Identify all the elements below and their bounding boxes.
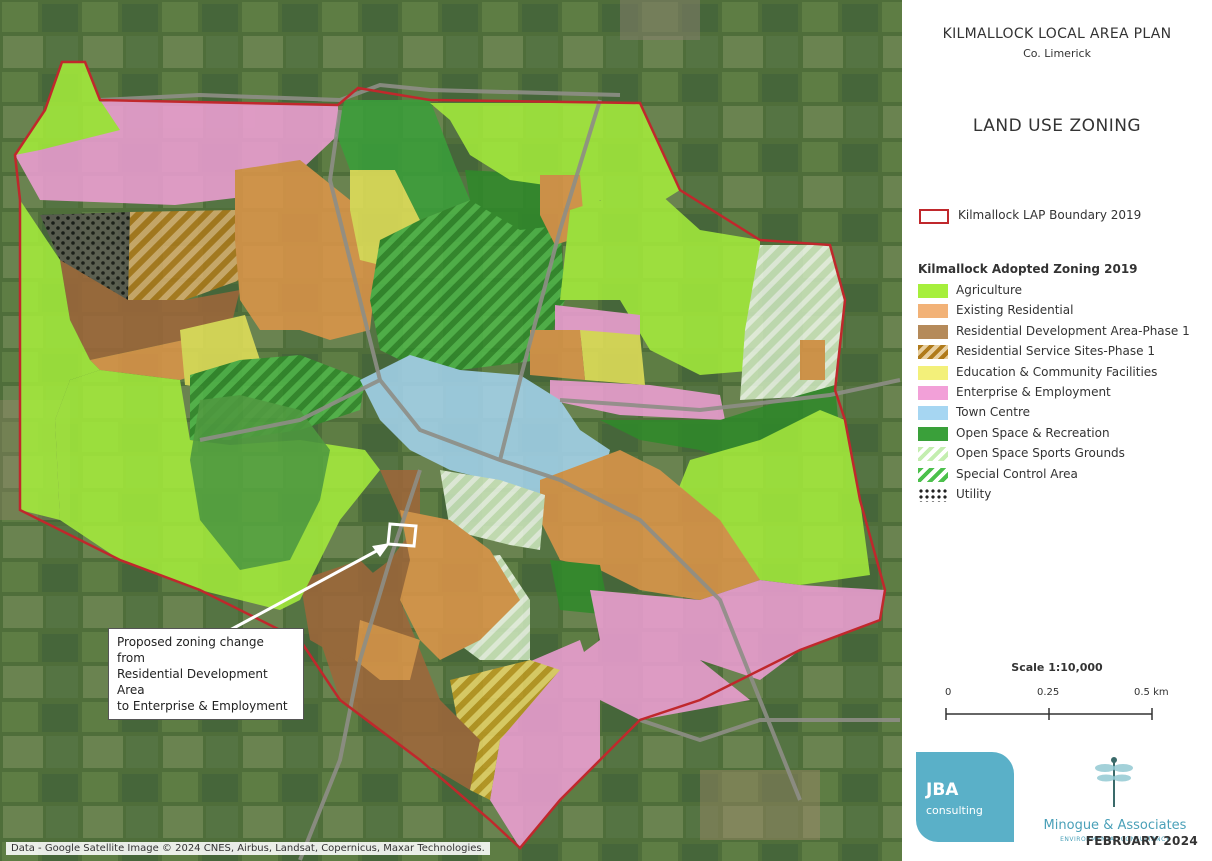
legend-swatch-enterprise-employment — [918, 386, 948, 400]
callout-line-3: to Enterprise & Employment — [117, 699, 288, 713]
proposed-change-callout: Proposed zoning change from Residential … — [108, 628, 304, 720]
jba-logo-title: JBA — [926, 780, 959, 800]
zone-service-sites-south — [450, 660, 560, 800]
zone-sports-south1 — [440, 470, 545, 550]
legend-swatch-residential-development — [918, 324, 948, 339]
legend-item-residential-service-sites: Residential Service Sites-Phase 1 — [918, 344, 1212, 360]
callout-arrow-head — [372, 543, 390, 557]
zone-agriculture-west-dark — [190, 395, 330, 570]
legend-swatch-open-space-sports — [918, 447, 948, 462]
legend-label-open-space-sports: Open Space Sports Grounds — [956, 446, 1125, 461]
scale-tick-2: 0.5 km — [1134, 687, 1169, 698]
lap-boundary — [13, 60, 887, 850]
legend-item-existing-residential: Existing Residential — [918, 303, 1212, 319]
legend-heading: Kilmallock Adopted Zoning 2019 — [918, 262, 1138, 276]
minogue-logo-sub: ENVIRONMENTAL CONSULTANCY — [1060, 836, 1170, 843]
boundary-swatch — [919, 209, 949, 224]
road-ne — [498, 99, 602, 461]
legend-label-agriculture: Agriculture — [956, 283, 1022, 297]
callout-arrow-line — [229, 546, 383, 632]
legend-label-special-control-area: Special Control Area — [956, 466, 1078, 481]
zone-service-sites-nw — [128, 210, 240, 300]
scale-tick-0: 0 — [945, 687, 952, 698]
legend-item-town-centre: Town Centre — [918, 405, 1212, 421]
legend-label-residential-service-sites: Residential Service Sites-Phase 1 — [956, 344, 1155, 359]
field-patch — [620, 0, 700, 40]
road-north — [99, 82, 621, 103]
road-south — [298, 469, 422, 861]
zone-enterprise-se — [700, 580, 885, 680]
scale-bar — [945, 708, 1153, 720]
legend-label-town-centre: Town Centre — [956, 405, 1030, 420]
legend-label-utility: Utility — [956, 487, 992, 501]
zone-enterprise-south — [560, 590, 750, 720]
zone-special-control-center — [370, 200, 565, 370]
legend-swatch-education-community — [918, 365, 948, 380]
callout-line-1: Proposed zoning change from — [117, 635, 264, 665]
legend-swatch-town-centre — [918, 406, 948, 421]
legend-swatch-open-space-recreation — [918, 426, 948, 441]
plan-title: KILMALLOCK LOCAL AREA PLAN — [942, 26, 1172, 42]
zone-existing-res-mid — [530, 330, 585, 380]
county-subtitle: Co. Limerick — [1023, 47, 1091, 60]
map-credit: Data - Google Satellite Image © 2024 CNE… — [6, 842, 490, 855]
road-se — [639, 718, 900, 743]
callout-line-2: Residential Development Area — [117, 667, 268, 697]
field-patch — [700, 770, 820, 840]
zone-agriculture-east — [560, 185, 760, 375]
legend-item-open-space-sports: Open Space Sports Grounds — [918, 446, 1212, 462]
zone-open-space-north — [335, 100, 470, 220]
road-network — [99, 82, 901, 861]
zone-existing-res-south — [400, 510, 520, 660]
zone-town-centre — [360, 355, 610, 495]
minogue-logo-name: Minogue & Associates — [1043, 818, 1187, 833]
legend-item-education-community: Education & Community Facilities — [918, 365, 1212, 381]
legend-item-agriculture: Agriculture — [918, 283, 1212, 299]
legend-panel: KILMALLOCK LOCAL AREA PLAN Co. Limerick … — [902, 0, 1212, 861]
zoning-map[interactable] — [0, 0, 902, 861]
legend-item-open-space-recreation: Open Space & Recreation — [918, 426, 1212, 442]
boundary-label: Kilmallock LAP Boundary 2019 — [958, 208, 1142, 222]
zone-existing-res-se — [540, 450, 760, 600]
zone-utility — [40, 212, 130, 300]
proposed-change-site[interactable] — [386, 522, 418, 548]
road-east — [559, 378, 901, 413]
scale-label: Scale 1:10,000 — [1011, 661, 1103, 674]
jba-logo-subtitle: consulting — [926, 804, 983, 817]
legend-item-residential-development: Residential Development Area-Phase 1 — [918, 324, 1212, 340]
zone-existing-res-east — [800, 340, 825, 380]
zone-education-east — [580, 330, 645, 385]
legend-item-utility: Utility — [918, 487, 1212, 503]
map-title: LAND USE ZONING — [972, 116, 1142, 136]
jba-logo: JBA consulting — [916, 752, 1014, 842]
zoning-layer — [15, 62, 885, 848]
legend-label-residential-development: Residential Development Area-Phase 1 — [956, 323, 1190, 338]
zone-existing-res-west — [235, 160, 380, 340]
legend-label-enterprise-employment: Enterprise & Employment — [956, 385, 1111, 399]
zone-existing-res-south2 — [355, 620, 420, 680]
legend-swatch-special-control-area — [918, 467, 948, 482]
zone-res-dev-sw — [320, 470, 480, 790]
legend-swatch-existing-residential — [918, 304, 948, 319]
publication-date: FEBRUARY 2024 — [1085, 834, 1198, 848]
legend-label-open-space-recreation: Open Space & Recreation — [956, 425, 1110, 440]
road-west — [199, 378, 381, 442]
legend-swatch-utility — [918, 488, 948, 502]
legend-item-special-control-area: Special Control Area — [918, 467, 1212, 483]
dragonfly-logo-icon — [1095, 757, 1133, 807]
zone-agriculture-far-west — [20, 200, 100, 520]
legend-item-enterprise-employment: Enterprise & Employment — [918, 385, 1212, 401]
legend-label-existing-residential: Existing Residential — [956, 303, 1074, 318]
legend-label-education-community: Education & Community Facilities — [956, 364, 1158, 379]
legend-swatch-agriculture — [918, 284, 948, 298]
legend-swatch-residential-service-sites — [918, 345, 948, 360]
scale-tick-1: 0.25 — [1037, 687, 1060, 698]
